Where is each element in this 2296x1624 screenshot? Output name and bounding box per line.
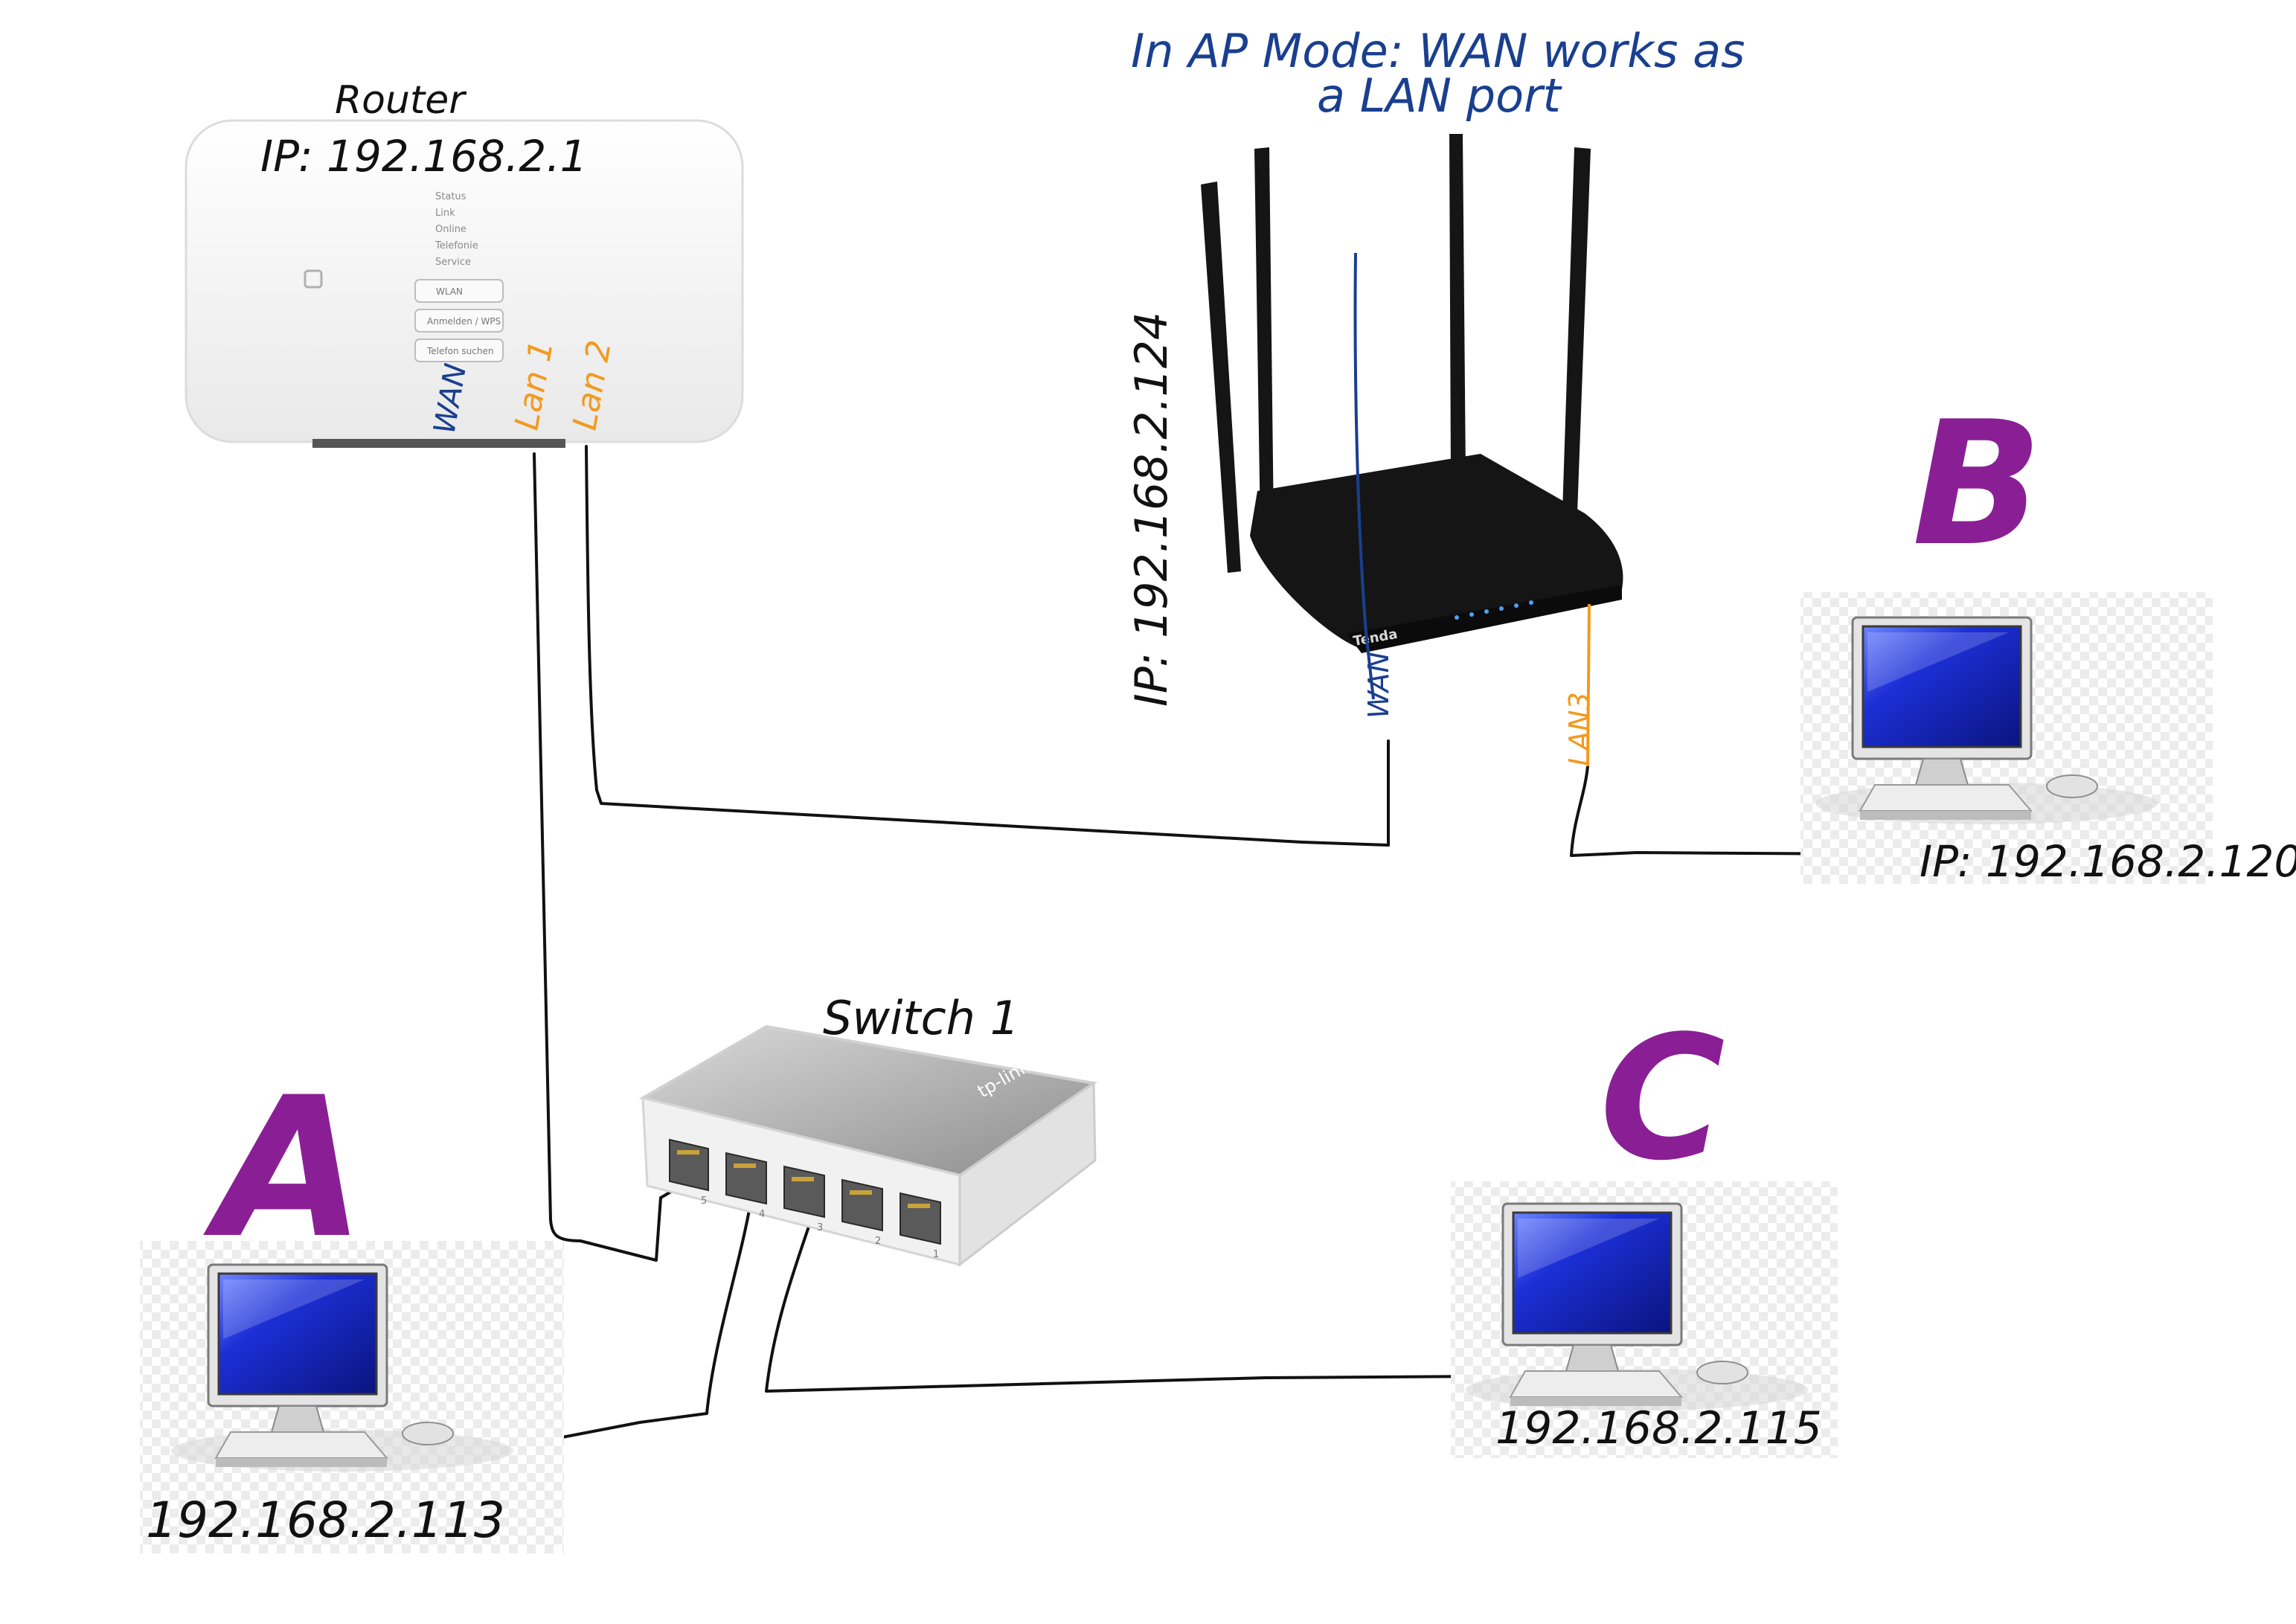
computer-b: B IP: 192.168.2.120 xyxy=(1800,385,2296,887)
switch-port-label-2: 2 xyxy=(875,1236,881,1247)
router-device: Status Link Online Telefonie Service WLA… xyxy=(185,78,744,448)
antenna-1 xyxy=(1201,182,1241,573)
cable-router-ap-wan xyxy=(585,445,1390,847)
ap-mode-note-line1: In AP Mode: WAN works as xyxy=(1131,24,1745,78)
switch-port-gold-pins xyxy=(677,1150,930,1208)
router-status-line-1: Link xyxy=(435,208,455,219)
access-point-device: In AP Mode: WAN works as a LAN port Tend… xyxy=(1126,24,1745,767)
switch-port-5[interactable] xyxy=(669,1138,709,1192)
computer-c: C 192.168.2.115 xyxy=(1451,1000,1838,1458)
router-button-wlan-label: WLAN xyxy=(436,286,463,297)
ap-port-lan3: LAN3 xyxy=(1563,692,1596,766)
computer-a-ip: 192.168.2.113 xyxy=(146,1492,505,1549)
switch-port-3[interactable] xyxy=(783,1165,825,1219)
router-button-wps[interactable] xyxy=(414,309,504,333)
router-status-line-4: Service xyxy=(435,257,471,268)
ap-body-front xyxy=(1347,585,1622,653)
antenna-2 xyxy=(1254,147,1274,530)
computer-b-letter: B xyxy=(1912,385,2042,584)
router-button-wlan[interactable] xyxy=(414,279,504,303)
computer-c-ip: 192.168.2.115 xyxy=(1495,1402,1822,1454)
router-ip: IP: 192.168.2.1 xyxy=(260,131,588,182)
switch-title: Switch 1 xyxy=(823,991,1019,1045)
cable-switch-pc-a xyxy=(549,1196,753,1441)
ap-port-wan: WAN xyxy=(1362,652,1395,719)
ap-wan-marker-line xyxy=(1353,252,1375,700)
switch-device: Switch 1 tp-link 5 4 3 2 1 xyxy=(638,991,1098,1268)
switch-port-label-1: 1 xyxy=(933,1249,939,1260)
router-button-wps-label: Anmelden / WPS xyxy=(427,316,501,327)
router-status-line-2: Online xyxy=(435,224,466,235)
ap-leds xyxy=(1455,600,1533,620)
antenna-3 xyxy=(1449,134,1466,476)
router-button-phone[interactable] xyxy=(414,338,504,362)
antenna-4 xyxy=(1562,147,1591,513)
computer-c-letter: C xyxy=(1600,1000,1725,1198)
nfc-icon xyxy=(304,269,323,289)
ap-lan3-marker-line xyxy=(1586,603,1591,767)
switch-port-4[interactable] xyxy=(725,1152,767,1205)
switch-side xyxy=(958,1081,1097,1268)
ap-ip: IP: 192.168.2.124 xyxy=(1126,312,1178,707)
switch-port-label-4: 4 xyxy=(759,1209,765,1220)
cable-ap-lan3-pc-b xyxy=(1570,765,1906,857)
computer-b-ip: IP: 192.168.2.120 xyxy=(1920,836,2296,887)
switch-port-label-3: 3 xyxy=(817,1222,823,1233)
router-button-phone-label: Telefon suchen xyxy=(426,346,493,356)
router-status-line-3: Telefonie xyxy=(434,240,478,251)
router-title: Router xyxy=(335,78,467,123)
cable-switch-pc-c xyxy=(765,1219,1488,1393)
computer-a: A 192.168.2.113 xyxy=(140,1056,564,1553)
ap-mode-note-line2: a LAN port xyxy=(1317,68,1563,123)
cables xyxy=(533,445,1906,1441)
switch-port-label-5: 5 xyxy=(701,1195,707,1207)
router-base xyxy=(312,439,565,448)
switch-port-2[interactable] xyxy=(841,1178,883,1232)
cable-router-switch xyxy=(533,452,679,1262)
computer-a-letter: A xyxy=(201,1056,366,1281)
ap-body xyxy=(1250,454,1623,649)
switch-port-1[interactable] xyxy=(900,1192,941,1245)
router-status-line-0: Status xyxy=(435,191,466,202)
